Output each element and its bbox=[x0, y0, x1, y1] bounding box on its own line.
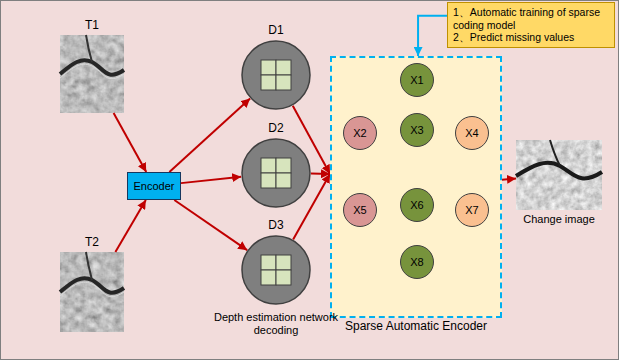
node-label: Change image bbox=[523, 213, 595, 225]
neuron-node: X2 bbox=[343, 116, 377, 150]
group-caption: Depth estimation network decoding bbox=[206, 311, 346, 336]
node-label: T1 bbox=[85, 18, 99, 32]
encoder-box: Encoder bbox=[127, 172, 181, 200]
node-label: T2 bbox=[85, 235, 99, 249]
sparse-encoder-region: Sparse Automatic EncoderX1X2X3X4X5X6X7X8 bbox=[330, 56, 502, 318]
input-image: T2 bbox=[60, 252, 124, 332]
satellite-image bbox=[60, 252, 124, 332]
flow-arrow bbox=[174, 200, 247, 250]
flow-arrow bbox=[502, 179, 516, 180]
decoder-circle: D1 bbox=[241, 40, 311, 110]
callout-box: 1、Automatic training of sparse coding mo… bbox=[447, 2, 615, 48]
node-label: X7 bbox=[465, 204, 478, 216]
output-image: Change image bbox=[516, 140, 602, 210]
node-label: 2、Predict missing values bbox=[453, 31, 609, 44]
node-label: X3 bbox=[410, 124, 423, 136]
node-label: X8 bbox=[410, 256, 423, 268]
decoder-circle: D3 bbox=[241, 235, 311, 305]
node-label: D1 bbox=[268, 23, 283, 37]
node-label: X5 bbox=[353, 204, 366, 216]
neuron-node: X5 bbox=[343, 193, 377, 227]
neuron-node: X7 bbox=[455, 193, 489, 227]
flow-arrow bbox=[115, 200, 145, 252]
decoder-shape bbox=[241, 235, 311, 305]
flow-arrow bbox=[418, 16, 447, 56]
node-label: 1、Automatic training of sparse coding mo… bbox=[453, 6, 609, 31]
neuron-node: X8 bbox=[400, 245, 434, 279]
neuron-node: X6 bbox=[400, 188, 434, 222]
node-label: D3 bbox=[268, 218, 283, 232]
neuron-node: X4 bbox=[455, 116, 489, 150]
input-image: T1 bbox=[60, 35, 124, 113]
flow-arrow bbox=[311, 173, 330, 175]
satellite-image bbox=[60, 35, 124, 113]
node-label: Encoder bbox=[134, 180, 175, 192]
decoder-shape bbox=[241, 40, 311, 110]
node-label: X4 bbox=[465, 127, 478, 139]
neuron-node: X1 bbox=[400, 63, 434, 97]
flow-arrow bbox=[114, 113, 147, 172]
flow-arrow bbox=[169, 99, 250, 172]
flow-arrow bbox=[181, 177, 241, 183]
change-image-picture bbox=[516, 140, 602, 210]
node-label: X6 bbox=[410, 199, 423, 211]
decoder-shape bbox=[241, 138, 311, 208]
node-label: X1 bbox=[410, 74, 423, 86]
node-label: X2 bbox=[353, 127, 366, 139]
node-label: D2 bbox=[268, 121, 283, 135]
node-label: Sparse Automatic Encoder bbox=[345, 319, 487, 333]
neuron-node: X3 bbox=[400, 113, 434, 147]
decoder-circle: D2 bbox=[241, 138, 311, 208]
